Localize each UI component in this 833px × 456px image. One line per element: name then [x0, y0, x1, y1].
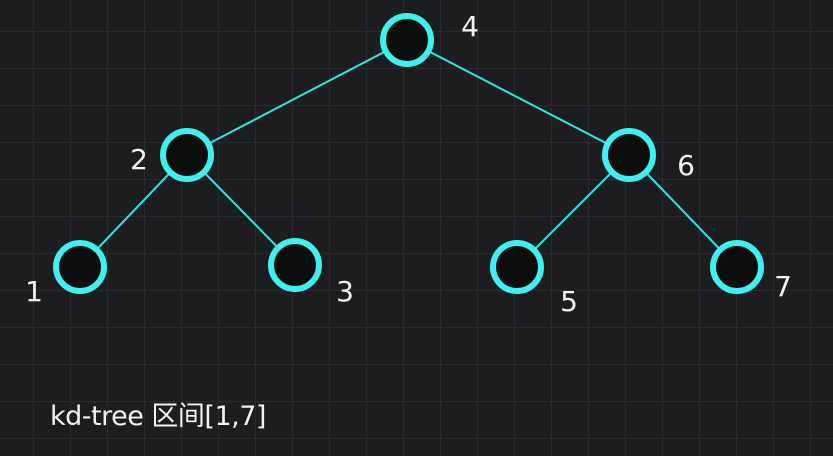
tree-node-3 [268, 238, 322, 292]
diagram-caption: kd-tree 区间[1,7] [50, 401, 266, 432]
tree-node-2 [160, 128, 214, 182]
tree-node-1 [53, 240, 107, 294]
edge-n4-n6 [406, 39, 630, 156]
node-label-5: 5 [560, 285, 578, 318]
node-label-7: 7 [774, 270, 792, 303]
tree-node-7 [710, 240, 764, 294]
tree-node-5 [490, 240, 544, 294]
node-label-1: 1 [25, 275, 43, 308]
labels-layer: 4 2 6 1 3 5 7 [25, 10, 792, 318]
node-label-6: 6 [677, 149, 695, 182]
tree-node-6 [602, 128, 656, 182]
edge-n4-n2 [186, 39, 408, 156]
node-label-4: 4 [461, 10, 479, 43]
node-label-3: 3 [336, 275, 354, 308]
node-label-2: 2 [130, 143, 148, 176]
nodes-layer [53, 13, 764, 294]
tree-node-4 [380, 13, 434, 67]
